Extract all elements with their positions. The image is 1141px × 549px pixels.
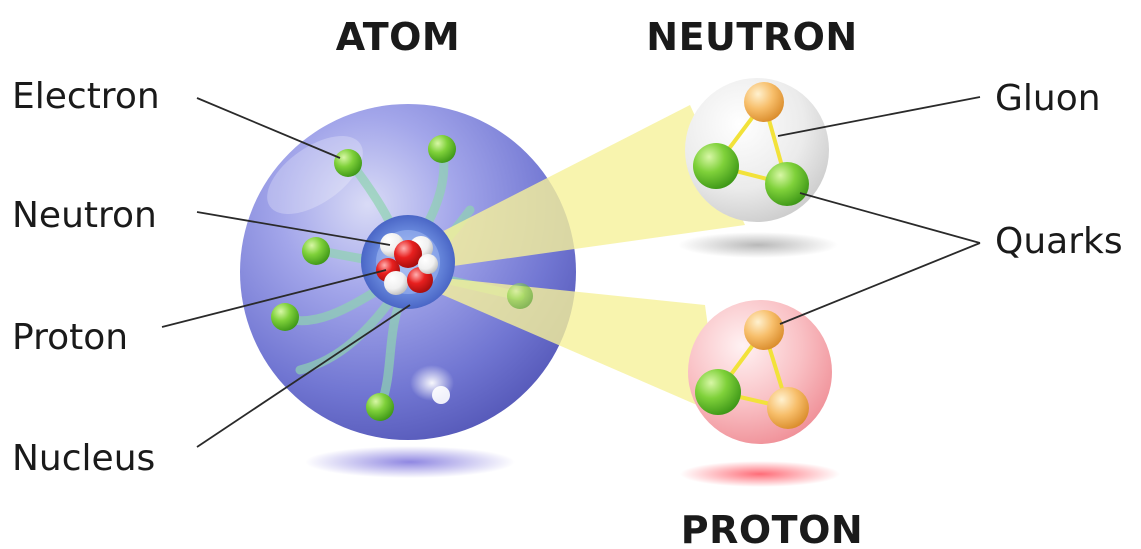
neutron-quark-orange — [744, 82, 784, 122]
quarks-label: Quarks — [995, 221, 1123, 262]
nucleus-proton-particle — [394, 240, 422, 268]
proton-quark-orange — [767, 387, 809, 429]
atom-title: ATOM — [336, 15, 461, 59]
electron-particle — [302, 237, 330, 265]
neutron-beam — [410, 105, 745, 270]
proton-quark-green — [695, 369, 741, 415]
nucleus — [361, 215, 455, 309]
electron-particle — [271, 303, 299, 331]
nucleus-label: Nucleus — [12, 438, 155, 479]
atom-shadow — [305, 446, 515, 478]
proton-leader — [161, 269, 387, 328]
neutron-title: NEUTRON — [646, 15, 857, 59]
neutron-sphere — [685, 78, 829, 222]
neutron-quark-green — [765, 162, 809, 206]
neutron-label: Neutron — [12, 195, 157, 236]
proton-title: PROTON — [681, 508, 863, 549]
gluon-leader — [777, 96, 981, 137]
electron-leader — [196, 97, 341, 159]
leader-lines — [161, 96, 981, 448]
electrons — [271, 135, 533, 421]
electron-particle — [507, 283, 533, 309]
electron-label: Electron — [12, 76, 160, 117]
quarks-leader-top — [799, 192, 981, 244]
nucleus-leader — [196, 304, 411, 448]
electron-particle — [366, 393, 394, 421]
neutron-leader — [196, 211, 391, 246]
proton-sphere — [688, 300, 832, 444]
nucleus-neutron-particle — [418, 254, 438, 274]
neutron-shadow — [678, 232, 838, 258]
gluon-label: Gluon — [995, 78, 1101, 119]
electron-particle — [428, 135, 456, 163]
nucleus-neutron-particle — [384, 271, 408, 295]
proton-quark-orange — [744, 310, 784, 350]
proton-shadow — [680, 461, 840, 487]
proton-label: Proton — [12, 317, 128, 358]
electron-particle — [334, 149, 362, 177]
neutron-quark-green — [693, 143, 739, 189]
proton-beam — [415, 275, 720, 415]
quarks-leader-bottom — [779, 242, 981, 325]
